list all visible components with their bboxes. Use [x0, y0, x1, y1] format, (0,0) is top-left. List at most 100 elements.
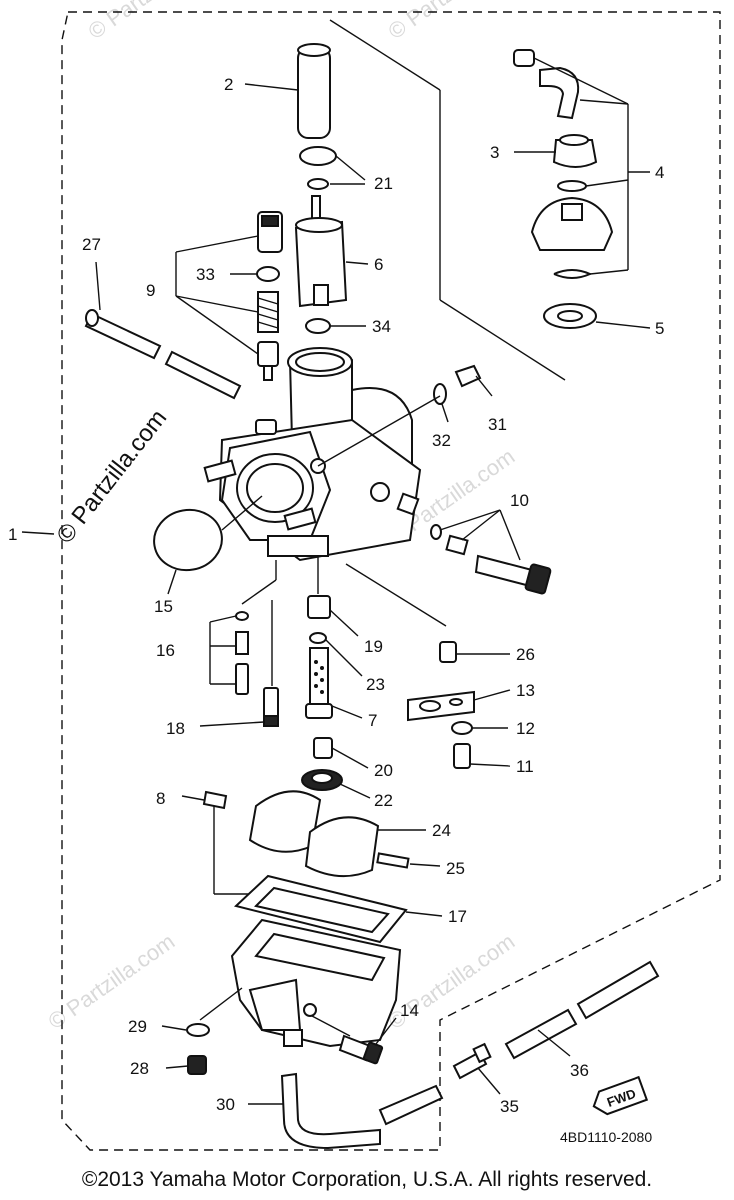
callout-18: 18 [166, 719, 185, 738]
part-7-needle-jet [309, 647, 329, 705]
part-27-hose-cont [164, 350, 242, 400]
callout-17: 17 [448, 907, 467, 926]
leader-27 [95, 261, 101, 311]
callout-6: 6 [374, 255, 383, 274]
leader-18 [199, 721, 265, 727]
leader-1 [21, 531, 55, 535]
exploded-view-svg: © Partzilla.com © Partzilla.com © Partzi… [8, 0, 721, 1151]
callout-3: 3 [490, 143, 499, 162]
bracket-10 [439, 509, 501, 531]
part-4-elbow [539, 66, 580, 120]
leader-32 [441, 403, 449, 423]
guide-14 [311, 1015, 351, 1037]
callout-19: 19 [364, 637, 383, 656]
drawing-number: 4BD1110-2080 [560, 1129, 652, 1145]
bracket-10 [499, 509, 521, 561]
bowl-rim [254, 932, 386, 982]
part-2-boot [297, 47, 331, 139]
callout-5: 5 [655, 319, 664, 338]
body-lower [267, 535, 329, 557]
part-11-screw [453, 743, 471, 769]
callout-11: 11 [516, 757, 534, 776]
part-4-fitting [513, 49, 535, 67]
callout-14: 14 [400, 1001, 419, 1020]
fwd-arrow-icon: FWD [592, 1075, 649, 1116]
bracket-4 [579, 99, 629, 105]
stud-bottom [283, 507, 317, 531]
leader-19 [329, 609, 359, 637]
copyright-footer: ©2013 Yamaha Motor Corporation, U.S.A. A… [81, 1168, 653, 1191]
callout-29: 29 [128, 1017, 147, 1036]
callout-36: 36 [570, 1061, 589, 1080]
callout-28: 28 [130, 1059, 149, 1078]
part-20-main-jet [313, 737, 333, 759]
leader-15-guide [221, 495, 263, 531]
part-31-screw [454, 364, 482, 388]
bracket-9 [175, 295, 259, 313]
part-4-oring [557, 180, 587, 192]
jet-holes [314, 660, 324, 694]
valve-top [295, 217, 343, 233]
guide-26 [345, 563, 447, 627]
leader-7 [331, 705, 363, 719]
part-15-gasket [153, 508, 223, 572]
part-10-oring [430, 524, 442, 540]
callout-2: 2 [224, 75, 233, 94]
leader-31 [475, 375, 493, 397]
part-16-screw [235, 663, 249, 695]
leader-22 [339, 783, 371, 799]
nut-thread [261, 215, 279, 227]
callout-34: 34 [372, 317, 391, 336]
leader-21 [335, 155, 366, 181]
screw-head [362, 1041, 384, 1065]
body-tab [396, 492, 420, 516]
leader-35 [477, 1067, 501, 1095]
leader-28 [165, 1065, 189, 1069]
part-16-oring [235, 611, 249, 621]
callout-10: 10 [510, 491, 529, 510]
part-28-plug [187, 1055, 207, 1075]
part-30-hose [280, 1072, 381, 1150]
callout-25: 25 [446, 859, 465, 878]
callout-20: 20 [374, 761, 393, 780]
leader-15 [167, 569, 177, 595]
leader-29 [161, 1025, 187, 1031]
callout-21: 21 [374, 174, 393, 193]
bowl-drain-boss [283, 1029, 303, 1047]
bracket-4 [533, 57, 629, 105]
leader-6 [345, 261, 369, 265]
bore-inner [295, 352, 345, 372]
idle-boss [370, 482, 390, 502]
leader-5 [595, 321, 651, 329]
bracket-9 [175, 295, 259, 355]
guide-29 [199, 987, 243, 1021]
bracket-4 [589, 269, 629, 275]
cap-top [559, 134, 589, 146]
partzilla-watermark: © Partzilla.com [51, 405, 172, 549]
needle-jet-hex [305, 703, 333, 719]
part-30-hose-cont [378, 1084, 444, 1126]
guide-16 [241, 579, 277, 605]
plunger-tip [263, 365, 273, 381]
guide-line [439, 299, 566, 381]
body-hole [255, 419, 277, 435]
boot-top [297, 43, 331, 57]
screw-knob [524, 563, 552, 595]
callout-30: 30 [216, 1095, 235, 1114]
leader-11 [469, 763, 511, 767]
callout-26: 26 [516, 645, 535, 664]
flange-bore-inner [246, 463, 304, 513]
callout-35: 35 [500, 1097, 519, 1116]
leader-2 [244, 83, 299, 91]
float-bowl [230, 918, 402, 1048]
leader-25 [409, 863, 441, 867]
plate-hole-2 [449, 698, 463, 706]
callout-12: 12 [516, 719, 535, 738]
bracket-16 [209, 615, 237, 623]
callout-23: 23 [366, 675, 385, 694]
part-21-seat [299, 146, 337, 166]
callout-16: 16 [156, 641, 175, 660]
leader-23 [325, 639, 363, 677]
part-32-washer [433, 383, 447, 405]
